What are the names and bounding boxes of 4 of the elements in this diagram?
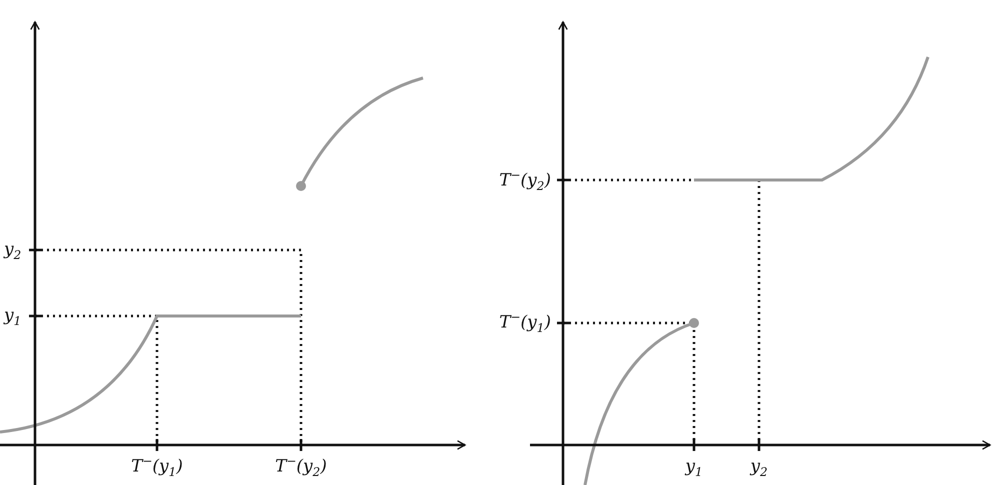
tick-label: T$^{−}$(y$_{2}$) xyxy=(273,458,329,476)
tick-label: T$^{−}$(y$_{1}$) xyxy=(497,314,553,332)
tick-label: T$^{−}$(y$_{1}$) xyxy=(129,458,185,476)
tick-label: T$^{−}$(y$_{2}$) xyxy=(497,172,553,190)
